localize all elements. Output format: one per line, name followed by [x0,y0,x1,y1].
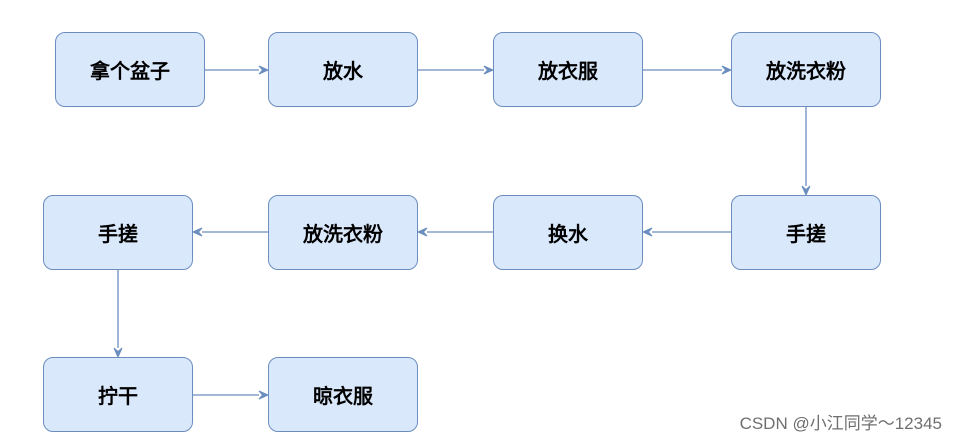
node-hand-scrub-2: 手搓 [43,195,193,270]
edge-arrowhead-4 [801,185,811,197]
edge-arrowhead-2 [483,65,495,75]
node-hang-clothes: 晾衣服 [268,357,418,432]
edge-arrowhead-1 [258,65,270,75]
node-add-detergent-2: 放洗衣粉 [268,195,418,270]
node-add-clothes: 放衣服 [493,32,643,107]
edge-arrowhead-5 [641,227,653,237]
node-add-water: 放水 [268,32,418,107]
node-take-basin: 拿个盆子 [55,32,205,107]
edge-arrowhead-9 [258,390,270,400]
node-add-detergent-1: 放洗衣粉 [731,32,881,107]
watermark: CSDN @小江同学～12345 [739,414,942,433]
node-hand-scrub-1: 手搓 [731,195,881,270]
edge-arrowhead-8 [113,347,123,359]
edge-arrowhead-7 [191,227,203,237]
edge-arrowhead-6 [416,227,428,237]
node-wring-dry: 拧干 [43,357,193,432]
edge-arrowhead-3 [721,65,733,75]
node-change-water: 换水 [493,195,643,270]
